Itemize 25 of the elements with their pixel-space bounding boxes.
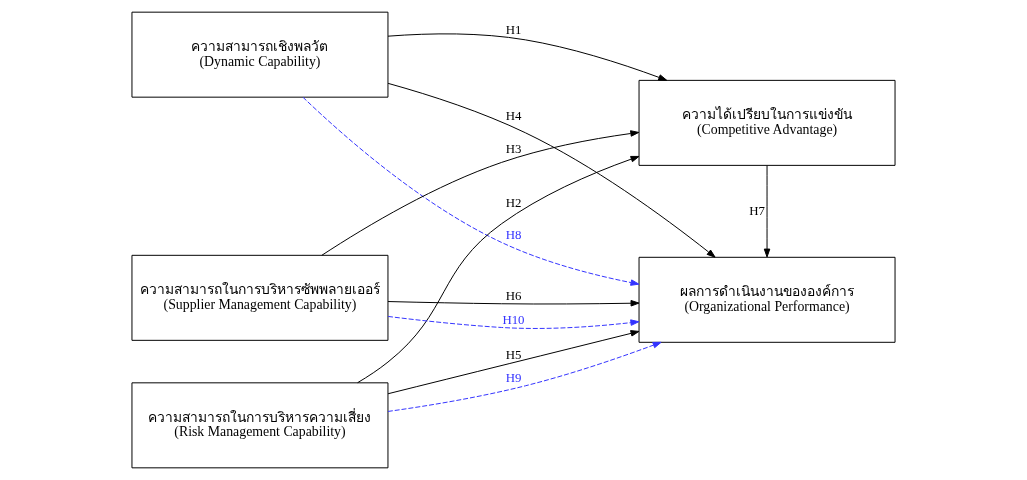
node-box: ความสามารถในการบริหารซัพพลายเออร์ (Supplier Management Capability) (131, 254, 389, 341)
arrow (302, 96, 640, 286)
node-box: ผลการดำเนินงานขององค์การ (Organizational Performance) (638, 256, 896, 343)
arrow (387, 33, 668, 81)
edge-label: H10 (502, 312, 525, 327)
arrow (763, 165, 771, 258)
arrow (387, 341, 662, 412)
edge-label: H2 (505, 196, 522, 211)
arrow (387, 82, 716, 258)
edge-label: H3 (505, 141, 522, 156)
arrow (321, 130, 640, 256)
node-box: ความสามารถเชิงพลวัต (Dynamic Capability) (131, 11, 389, 98)
arrow (387, 315, 640, 329)
edge-label: H4 (505, 109, 522, 124)
arrow (387, 299, 640, 307)
edge-label: H5 (505, 347, 522, 362)
edge-label: H8 (505, 227, 522, 242)
node-box: ความได้เปรียบในการแข่งขัน (Competitive Advantage) (638, 79, 896, 166)
edge-label: H6 (505, 289, 522, 304)
edge-label: H7 (749, 203, 766, 218)
arrow (387, 330, 640, 395)
edge-label: H1 (505, 23, 522, 38)
edge-label: H9 (505, 371, 522, 386)
arrow (357, 155, 640, 384)
node-box: ความสามารถในการบริหารความเสี่ยง (Risk Management Capability) (131, 382, 389, 469)
